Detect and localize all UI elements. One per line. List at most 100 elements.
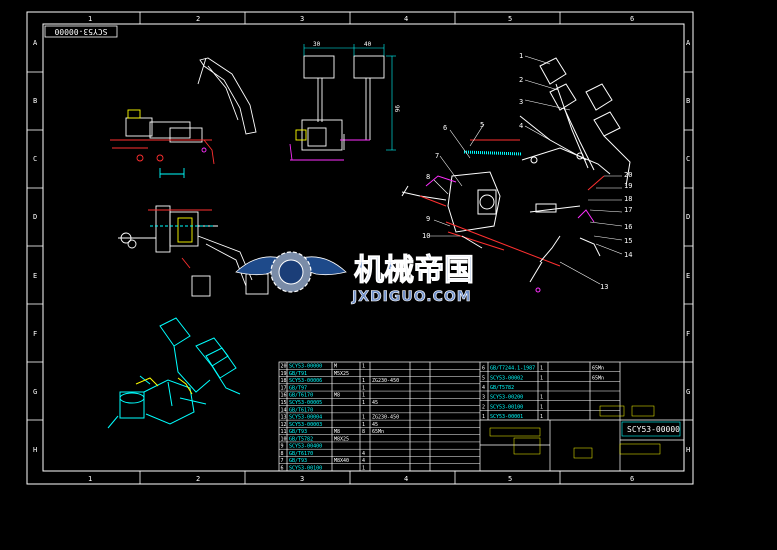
balloon: 20 bbox=[624, 171, 632, 179]
balloon: 4 bbox=[519, 122, 523, 130]
row-label: C bbox=[686, 155, 690, 163]
bom-cell-no: 12 bbox=[281, 422, 287, 428]
bom-cell-qty: 1 bbox=[540, 366, 543, 372]
drawing-code-box: SCY53-00000 bbox=[44, 25, 118, 38]
bom-cell-code: SCY53-00003 bbox=[289, 422, 322, 428]
title-block: SCY53-00000 bbox=[489, 405, 681, 459]
iso-view-cyan bbox=[107, 317, 241, 429]
bom-cell-mat: 45 bbox=[372, 422, 378, 428]
bom-cell-name: M bbox=[334, 364, 337, 370]
col-label: 1 bbox=[88, 15, 92, 23]
col-label: 4 bbox=[404, 475, 408, 483]
bom-cell-no: 1 bbox=[482, 414, 485, 420]
bom-cell-code: GB/T6170 bbox=[289, 451, 313, 457]
front-view bbox=[289, 44, 396, 161]
bom-cell-qty: 1 bbox=[540, 414, 543, 420]
bom-cell-name: M8X25 bbox=[334, 436, 349, 442]
front-view-dimensions: 30 40 96 bbox=[313, 41, 400, 113]
bom-cell-qty: 1 bbox=[362, 422, 365, 428]
balloon: 10 bbox=[422, 232, 430, 240]
row-label: F bbox=[686, 330, 690, 338]
bom-cell-no: 14 bbox=[281, 407, 287, 413]
col-label: 3 bbox=[300, 15, 304, 23]
bom-cell-no: 9 bbox=[281, 444, 284, 450]
bom-cell-code: SCY53-00006 bbox=[289, 378, 322, 384]
bom-cell-mat: ZG230-450 bbox=[372, 415, 399, 421]
bom-cell-no: 7 bbox=[281, 458, 284, 464]
bom-cell-code: GB/T7244.1-1987 bbox=[490, 366, 535, 372]
col-label: 1 bbox=[88, 475, 92, 483]
dimension-label: 96 bbox=[393, 105, 400, 113]
bom-cell-no: 19 bbox=[281, 371, 287, 377]
bom-cell-no: 13 bbox=[281, 415, 287, 421]
row-label: E bbox=[686, 272, 690, 280]
bom-cell-qty: 1 bbox=[362, 465, 365, 471]
bom-cell-qty: 1 bbox=[362, 400, 365, 406]
bom-cell-no: 20 bbox=[281, 364, 287, 370]
bom-cell-code: SCY53-00005 bbox=[289, 400, 322, 406]
bom-cell-code: GB/T91 bbox=[289, 371, 307, 377]
bom-cell-code: GB/T5782 bbox=[490, 385, 514, 391]
balloon: 6 bbox=[443, 124, 447, 132]
bom-cell-qty: 4 bbox=[362, 458, 365, 464]
bom-cell-code: GB/T6170 bbox=[289, 393, 313, 399]
row-labels: A B C D E F G H A B C D E F G H bbox=[33, 39, 691, 454]
balloon: 1 bbox=[519, 52, 523, 60]
bom-cell-qty: 1 bbox=[362, 364, 365, 370]
balloon: 16 bbox=[624, 223, 632, 231]
col-label: 5 bbox=[508, 15, 512, 23]
row-label: C bbox=[33, 155, 37, 163]
bom-cell-code: GB/T93 bbox=[289, 458, 307, 464]
bom-cell-mat: 65Mn bbox=[372, 429, 384, 435]
bom-cell-name: M8 bbox=[334, 429, 340, 435]
bom-cell-qty: 1 bbox=[540, 404, 543, 410]
iso-view-yellow-parts bbox=[135, 377, 193, 395]
bom-cell-no: 16 bbox=[281, 393, 287, 399]
balloon: 3 bbox=[519, 98, 523, 106]
bom-cell-code: GB/T5782 bbox=[289, 436, 313, 442]
bom-cell-no: 18 bbox=[281, 378, 287, 384]
bom-cell-no: 17 bbox=[281, 385, 287, 391]
bom-cell-name: M8 bbox=[334, 393, 340, 399]
top-view bbox=[118, 205, 269, 297]
bom-cell-no: 11 bbox=[281, 429, 287, 435]
bom-cell-no: 4 bbox=[482, 385, 485, 391]
balloon: 2 bbox=[519, 76, 523, 84]
row-label: D bbox=[33, 213, 37, 221]
bom-cell-code: SCY53-00000 bbox=[289, 364, 322, 370]
bom-cell-code: SCY53-00100 bbox=[490, 404, 523, 410]
balloon: 13 bbox=[600, 283, 608, 291]
bom-cell-qty: 8 bbox=[362, 429, 365, 435]
row-label: B bbox=[33, 97, 37, 105]
balloon-leaders bbox=[430, 55, 623, 285]
balloon: 5 bbox=[480, 121, 484, 129]
watermark-en: JXDIGUO.COM bbox=[351, 289, 472, 305]
bom-cell-no: 6 bbox=[281, 465, 284, 471]
balloon: 18 bbox=[624, 195, 632, 203]
bom-cell-code: SCY53-00004 bbox=[289, 415, 322, 421]
bom-cell-name: M5X25 bbox=[334, 371, 349, 377]
bom-cell-code: SCY53-00002 bbox=[490, 375, 523, 381]
bom-cell-code: SCY53-00100 bbox=[289, 465, 322, 471]
balloon: 17 bbox=[624, 206, 632, 214]
bom-row: 6 SCY53-00100 1 bbox=[281, 465, 366, 471]
balloon: 19 bbox=[624, 182, 632, 190]
row-label: A bbox=[686, 39, 691, 47]
col-label: 6 bbox=[630, 475, 634, 483]
bom-cell-qty: 1 bbox=[362, 415, 365, 421]
bom-cell-mat: ZG230-450 bbox=[372, 378, 399, 384]
bom-cell-qty: 4 bbox=[362, 451, 365, 457]
bom-cell-no: 15 bbox=[281, 400, 287, 406]
